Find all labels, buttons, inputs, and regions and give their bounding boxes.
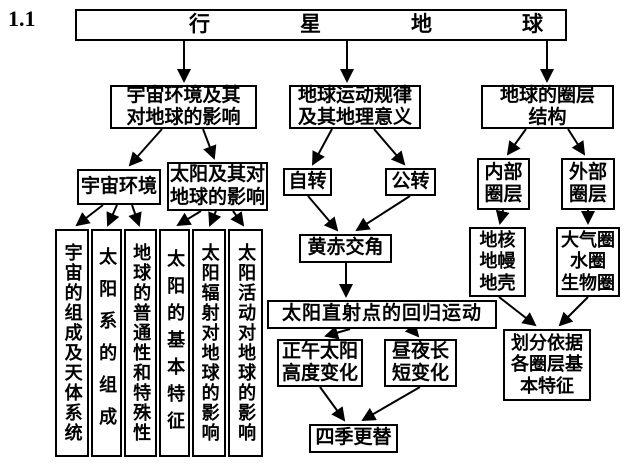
node-ecliptic-obliquity: 黄赤交角 xyxy=(299,234,392,263)
arrow-cosmicenv-solarsystem xyxy=(106,204,120,227)
root-char-4: 球 xyxy=(522,12,543,36)
arrow-core-basis xyxy=(498,296,537,327)
arrow-noonsun-seasons xyxy=(319,386,346,422)
arrow-daynight-seasons xyxy=(361,386,421,422)
node-earth-ordinary-special: 地球的普通性和特殊性 xyxy=(124,229,157,457)
arrow-cosmicenv-ordinary xyxy=(128,204,142,227)
node-universe-environment-influence: 宇宙环境及其 对地球的影响 xyxy=(110,85,257,129)
node-sun-basic-features: 太阳的基本特征 xyxy=(159,229,190,457)
root-char-1: 行 xyxy=(189,12,210,36)
arrow-universeenv-suninfluence xyxy=(202,128,217,160)
node-revolution: 公转 xyxy=(385,168,436,196)
arrow-revolution-ecliptic xyxy=(355,195,411,232)
section-number: 1.1 xyxy=(8,6,36,31)
node-subsolar-point-movement: 太阳直射点的回归运动 xyxy=(267,300,497,329)
node-external-spheres: 外部 圈层 xyxy=(561,158,615,210)
node-cosmos-composition: 宇宙的组成及天体系统 xyxy=(55,229,89,457)
arrow-cosmicenv-cosmos xyxy=(75,204,104,227)
node-planet-earth: 行 星 地 球 xyxy=(75,9,567,41)
node-seasons-change: 四季更替 xyxy=(309,424,398,453)
arrow-subsolar-noonsun xyxy=(324,325,351,340)
arrow-earthlayers-outer xyxy=(567,128,586,156)
node-solar-activity-effect: 太阳活动对地球的影响 xyxy=(228,229,263,457)
arrow-suninfluence-radiation xyxy=(208,210,222,227)
arrow-suninfluence-sunfeatures xyxy=(176,210,202,227)
root-char-3: 地 xyxy=(411,12,432,36)
node-division-basis-features: 划分依据 各圈层基 本特征 xyxy=(503,329,591,401)
arrow-inner-core xyxy=(495,209,510,225)
node-earth-motion-significance: 地球运动规律 及其地理意义 xyxy=(289,85,421,129)
node-rotation: 自转 xyxy=(283,168,332,196)
node-noon-sun-altitude: 正午太阳 高度变化 xyxy=(277,339,363,387)
arrow-universeenv-cosmicenv xyxy=(128,128,163,167)
arrow-subsolar-daynight xyxy=(404,322,420,338)
node-solar-radiation-effect: 太阳辐射对地球的影响 xyxy=(192,229,226,457)
arrow-earthmotion-rotation xyxy=(312,128,333,166)
arrow-earthmotion-revolution xyxy=(373,128,406,166)
root-char-2: 星 xyxy=(300,12,321,36)
node-sun-influence-on-earth: 太阳及其对 地球的影响 xyxy=(167,162,268,211)
node-core-mantle-crust: 地核 地幔 地壳 xyxy=(469,227,526,297)
node-day-night-length: 昼夜长 短变化 xyxy=(384,339,457,387)
node-internal-spheres: 内部 圈层 xyxy=(477,158,530,210)
node-cosmic-environment: 宇宙环境 xyxy=(77,169,161,205)
arrow-earthlayers-inner xyxy=(506,128,527,156)
node-solar-system-composition: 太阳系的组成 xyxy=(91,229,122,457)
arrow-suninfluence-activity xyxy=(230,210,245,227)
arrow-atmosphere-basis xyxy=(558,296,589,327)
node-atmosphere-hydrosphere-biosphere: 大气圈 水圈 生物圈 xyxy=(556,227,620,297)
arrow-rotation-ecliptic xyxy=(307,195,339,232)
node-earth-sphere-structure: 地球的圈层 结构 xyxy=(481,85,614,129)
